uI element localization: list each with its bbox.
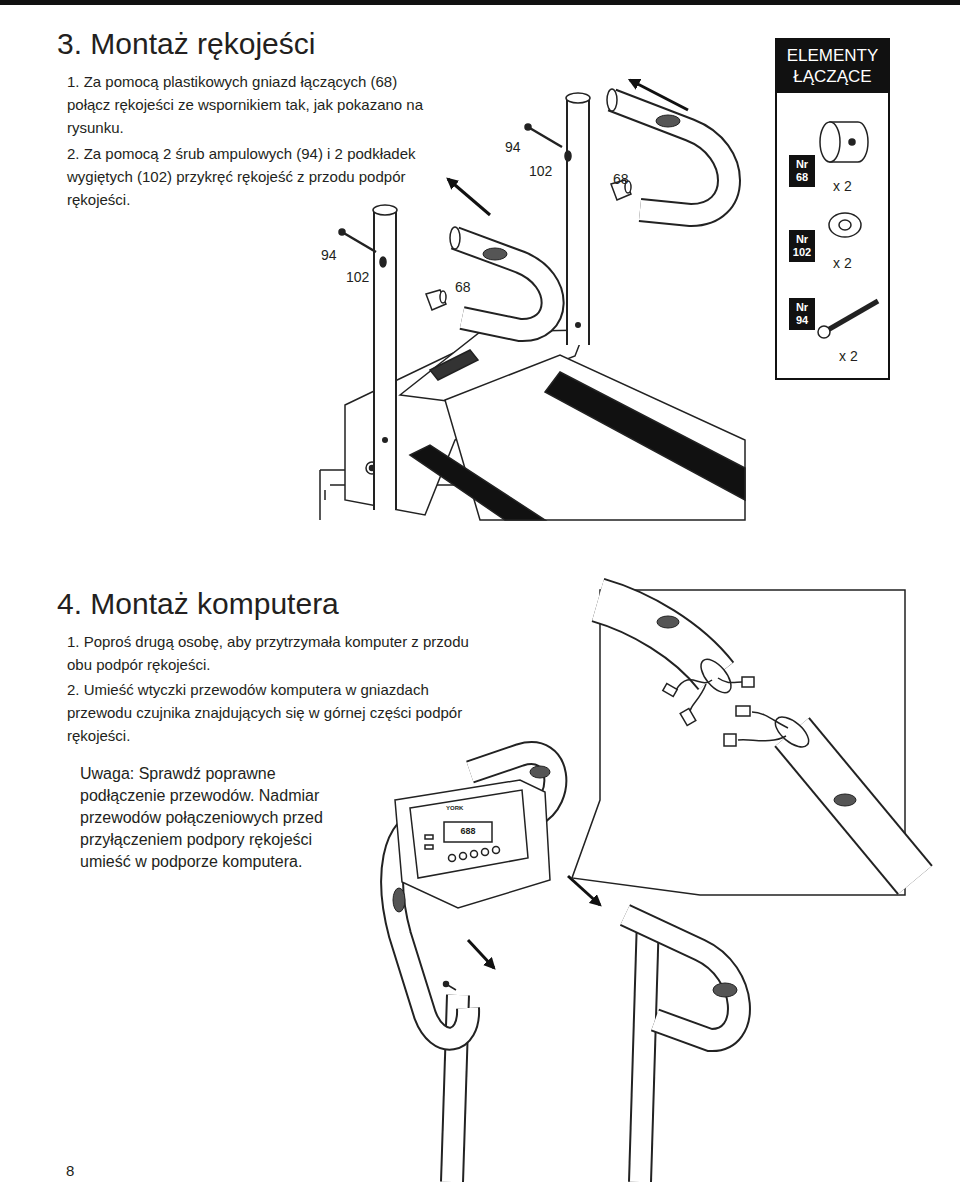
note-text: Uwaga: Sprawdź poprawne podłączenie prze… <box>80 763 365 873</box>
detail-callout <box>572 590 915 895</box>
instruction-step: 2. Za pomocą 2 śrub ampulowych (94) i 2 … <box>67 142 432 211</box>
console-body <box>395 780 628 990</box>
part-number-badge: Nr 68 <box>789 155 815 187</box>
instruction-step: 1. Za pomocą plastikowych gniazd łączący… <box>67 70 432 139</box>
part-number-badge: Nr 94 <box>789 298 815 330</box>
callout-number: 94 <box>505 139 521 155</box>
instruction-step: 2. Umieść wtyczki przewodów komputera w … <box>67 678 497 747</box>
callout-number: 102 <box>346 269 369 285</box>
display-reading: 688 <box>444 826 492 837</box>
callout-number: 94 <box>321 247 337 263</box>
callout-number: 102 <box>529 163 552 179</box>
handlebars <box>450 89 729 330</box>
section-heading: 3. Montaż rękojeści <box>57 26 315 62</box>
part-number: Nr 68 <box>791 158 813 184</box>
part-number: Nr 94 <box>791 301 813 327</box>
instruction-step: 1. Poproś drugą osobę, aby przytrzymała … <box>67 630 487 676</box>
callout-number: 68 <box>455 279 471 295</box>
page-number: 8 <box>66 1162 74 1179</box>
section-heading: 4. Montaż komputera <box>57 586 339 622</box>
part-pictures <box>818 122 878 338</box>
quantity: x 2 <box>833 255 852 271</box>
panel-heading: ELEMENTY ŁĄCZĄCE <box>777 40 888 93</box>
quantity: x 2 <box>839 348 858 364</box>
part-number: Nr 102 <box>791 233 813 259</box>
callout-number: 68 <box>613 171 629 187</box>
quantity: x 2 <box>833 178 852 194</box>
part-number-badge: Nr 102 <box>789 230 815 262</box>
console-brand: YORK <box>446 805 463 812</box>
top-rule <box>0 0 960 5</box>
parts-panel: Nr 68 Nr 102 Nr 94 ELEMENTY ŁĄCZĄCE x 2 x 2 x … <box>775 38 890 380</box>
